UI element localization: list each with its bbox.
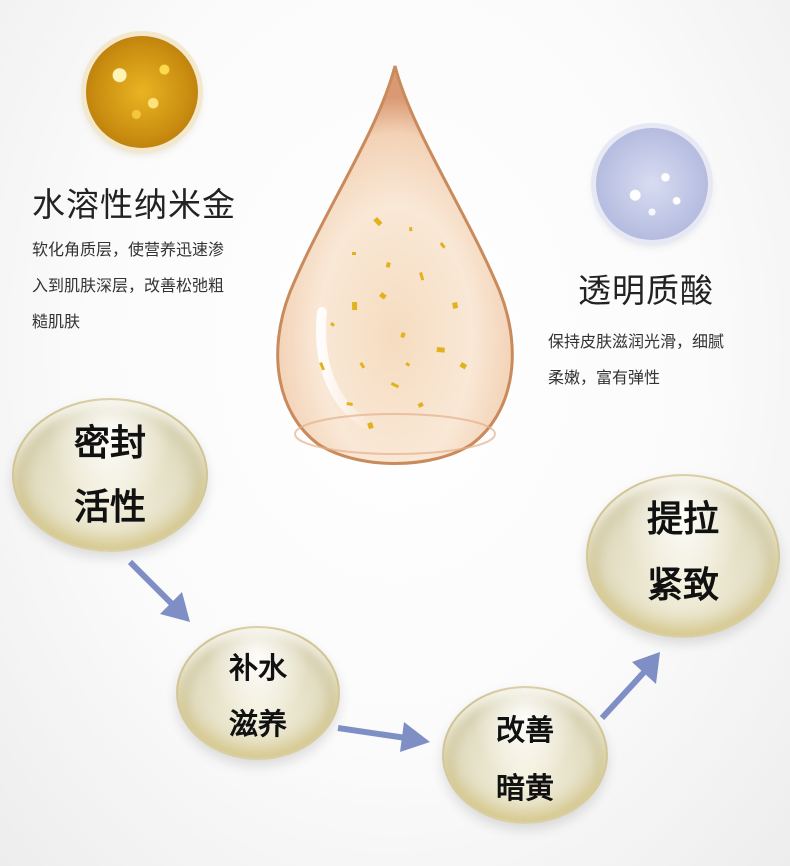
bubble-label: 活性 [73, 487, 146, 528]
hyaluronic-title: 透明质酸 [578, 271, 714, 310]
gold-flake [373, 217, 383, 227]
arrow-right-icon [337, 722, 430, 752]
gold-flake [439, 241, 446, 249]
gold-flake [405, 362, 411, 367]
bubble-hydrate-nourish: 补水 滋养 [176, 626, 340, 760]
gold-flake [329, 322, 335, 327]
gold-flake [359, 362, 366, 369]
gold-flake [459, 362, 468, 370]
bubble-label: 提拉 [646, 499, 719, 540]
bubble-label: 紧致 [646, 565, 719, 606]
hyaluronic-description: 保持皮肤滋润光滑，细腻 柔嫩，富有弹性 [548, 324, 778, 396]
bubble-label: 滋养 [228, 707, 287, 741]
gold-description: 软化角质层，使营养迅速渗 入到肌肤深层，改善松弛粗 糙肌肤 [32, 232, 272, 340]
gold-description-line: 糙肌肤 [32, 312, 81, 331]
serum-drop-image [262, 62, 528, 470]
gold-flake [452, 302, 459, 309]
gold-flake [319, 362, 325, 371]
gold-nanoparticle-image [86, 36, 198, 148]
gold-flake [419, 272, 425, 281]
gold-flake [390, 382, 400, 389]
gold-flake [367, 422, 374, 430]
arrow-down-right-icon [127, 559, 190, 622]
bubble-label: 补水 [228, 651, 287, 685]
bubble-seal-activity: 密封 活性 [12, 398, 208, 552]
gold-flake [400, 331, 406, 339]
gold-title: 水溶性纳米金 [32, 185, 236, 224]
gold-flake [417, 402, 424, 408]
arrow-up-right-icon [599, 652, 660, 721]
hyaluronic-acid-image [596, 128, 708, 240]
bubble-label: 密封 [73, 423, 146, 464]
gold-flake [352, 302, 358, 311]
gold-description-line: 软化角质层，使营养迅速渗 [32, 240, 225, 259]
bubble-label: 暗黄 [495, 771, 554, 805]
hyaluronic-description-line: 保持皮肤滋润光滑，细腻 [548, 332, 725, 351]
gold-flake [352, 252, 356, 255]
bubble-brighten: 改善 暗黄 [442, 686, 608, 824]
hyaluronic-description-line: 柔嫩，富有弹性 [548, 368, 661, 387]
gold-flake [346, 402, 353, 406]
gold-description-line: 入到肌肤深层，改善松弛粗 [32, 276, 225, 295]
bubble-label: 改善 [495, 713, 554, 747]
gold-flake [385, 262, 391, 268]
gold-flake [378, 291, 387, 300]
bubble-lift-firm: 提拉 紧致 [586, 474, 780, 638]
gold-flake [436, 347, 445, 353]
gold-flake [409, 227, 413, 232]
